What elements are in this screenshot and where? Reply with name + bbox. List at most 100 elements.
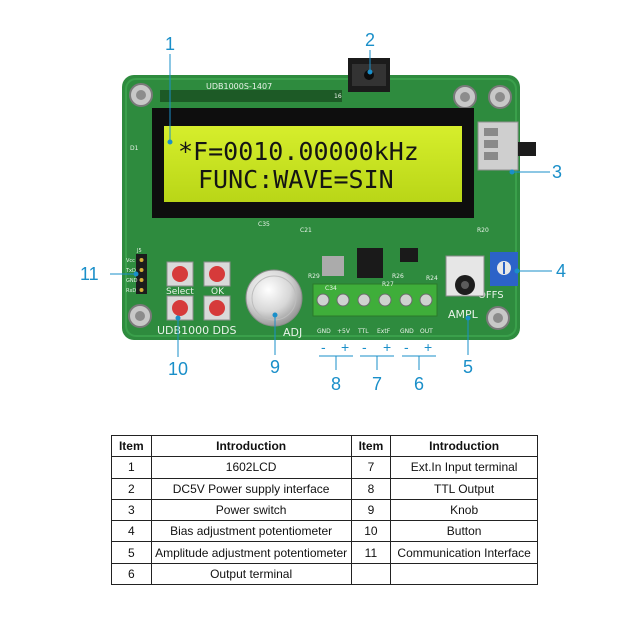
knob-label: ADJ (283, 326, 302, 339)
bias-potentiometer (490, 252, 518, 286)
table-cell: Communication Interface (390, 541, 538, 564)
polarity-mark: - (362, 339, 367, 355)
pin-label: Vcc (126, 258, 135, 264)
header-pin-labels: Vcc TxD GND RxD (125, 258, 138, 294)
table-cell (390, 562, 538, 586)
table-cell: Bias adjustment potentiometer (150, 520, 352, 543)
terminal-label: GND (317, 328, 331, 335)
knob (245, 269, 303, 327)
callout-8: 8 (331, 374, 341, 394)
terminal-labels: GND +5V TTL ExtF GND OUT (317, 328, 433, 335)
component-label: R26 (392, 273, 404, 280)
table-cell: 2 (111, 477, 152, 500)
callout-5: 5 (463, 357, 473, 377)
table-cell: Knob (390, 498, 538, 522)
terminal-label: TTL (357, 328, 369, 335)
table-cell: 3 (111, 498, 152, 522)
header-introduction: Introduction (150, 434, 352, 458)
table-cell: 4 (111, 520, 152, 543)
table-cell: 11 (350, 541, 392, 564)
pin-label: RxD (126, 288, 136, 294)
callout-11: 11 (80, 264, 99, 284)
pin-label: TxD (125, 268, 136, 274)
tactile-buttons (166, 261, 231, 321)
lcd-line-2: FUNC:WAVE=SIN (198, 165, 394, 194)
component-label: R29 (308, 273, 320, 280)
terminal-label: +5V (337, 328, 351, 335)
table-row: 5 Amplitude adjustment potentiometer 11 … (111, 541, 538, 564)
dc-jack (348, 58, 390, 92)
terminal-label: OUT (420, 328, 433, 335)
ic-chips (322, 248, 418, 278)
polarity-mark: - (404, 339, 409, 355)
brand-label: UDB1000 DDS (157, 324, 236, 337)
table-cell: 1 (111, 456, 152, 479)
table-row: 6 Output terminal (111, 562, 538, 586)
table-cell (350, 562, 392, 586)
terminal-label: GND (400, 328, 414, 335)
header-introduction: Introduction (390, 434, 538, 458)
component-label: C35 (258, 221, 270, 228)
polarity-mark: + (383, 339, 391, 355)
table-cell: TTL Output (390, 477, 538, 500)
table-row: 2 DC5V Power supply interface 8 TTL Outp… (111, 477, 538, 500)
table-cell: 9 (350, 498, 392, 522)
table-cell: DC5V Power supply interface (150, 477, 352, 500)
amplitude-potentiometer (445, 255, 485, 297)
lcd-module: *F=0010.00000kHz FUNC:WAVE=SIN (152, 108, 474, 218)
table-cell: 8 (350, 477, 392, 500)
component-label: 16 (334, 93, 342, 100)
header-item: Item (111, 434, 152, 458)
table-row: 1 1602LCD 7 Ext.In Input terminal (111, 456, 538, 479)
component-label: R27 (382, 281, 394, 288)
component-label: C21 (300, 227, 312, 234)
table-cell: Power switch (150, 498, 352, 522)
table-cell: 1602LCD (150, 456, 352, 479)
polarity-mark: + (341, 339, 349, 355)
polarity-mark: + (424, 339, 432, 355)
table-header-row: Item Introduction Item Introduction (111, 434, 538, 458)
callout-3: 3 (552, 162, 562, 182)
polarity-marks: - + - + - + (321, 339, 432, 355)
component-label: D1 (130, 145, 139, 152)
table-row: 3 Power switch 9 Knob (111, 498, 538, 522)
component-label: R24 (426, 275, 438, 282)
terminal-block (312, 283, 438, 317)
component-label: R20 (477, 227, 489, 234)
callout-numbers: 1 2 3 4 5 6 7 8 9 10 11 (80, 30, 566, 394)
power-switch (477, 121, 536, 171)
table-cell: 5 (111, 541, 152, 564)
terminal-label: ExtF (377, 328, 391, 335)
ampl-label: AMPL (448, 308, 479, 321)
component-label: J5 (136, 248, 142, 254)
lcd-header-pins (160, 90, 342, 102)
offs-label: OFFS (478, 290, 504, 301)
callout-7: 7 (372, 374, 382, 394)
table-cell: Button (390, 520, 538, 543)
model-label: UDB1000S-1407 (206, 82, 272, 91)
component-labels: R29 C34 R27 R26 R24 R20 C35 C21 D1 16 J5 (130, 93, 489, 292)
legend-table: Item Introduction Item Introduction 1 16… (111, 434, 538, 586)
communication-header (136, 254, 147, 294)
table-cell: Amplitude adjustment potentiometer (150, 541, 352, 564)
callout-10: 10 (168, 359, 188, 379)
callout-9: 9 (270, 357, 280, 377)
callout-6: 6 (414, 374, 424, 394)
ok-button-label: OK (211, 287, 225, 297)
table-cell: 6 (111, 562, 152, 586)
header-item: Item (350, 434, 392, 458)
mounting-holes (128, 83, 512, 330)
select-button-label: Select (166, 287, 194, 297)
polarity-mark: - (321, 339, 326, 355)
board-diagram: UDB1000S-1407 *F=0010.00000kHz FUNC:WAVE… (80, 30, 566, 394)
callout-1: 1 (165, 34, 175, 54)
callout-2: 2 (365, 30, 375, 50)
table-cell: 10 (350, 520, 392, 543)
callout-lines (110, 50, 552, 370)
pin-label: GND (126, 278, 138, 284)
component-label: C34 (325, 285, 337, 292)
table-cell: 7 (350, 456, 392, 479)
table-cell: Output terminal (150, 562, 352, 586)
table-row: 4 Bias adjustment potentiometer 10 Butto… (111, 520, 538, 543)
callout-4: 4 (556, 261, 566, 281)
